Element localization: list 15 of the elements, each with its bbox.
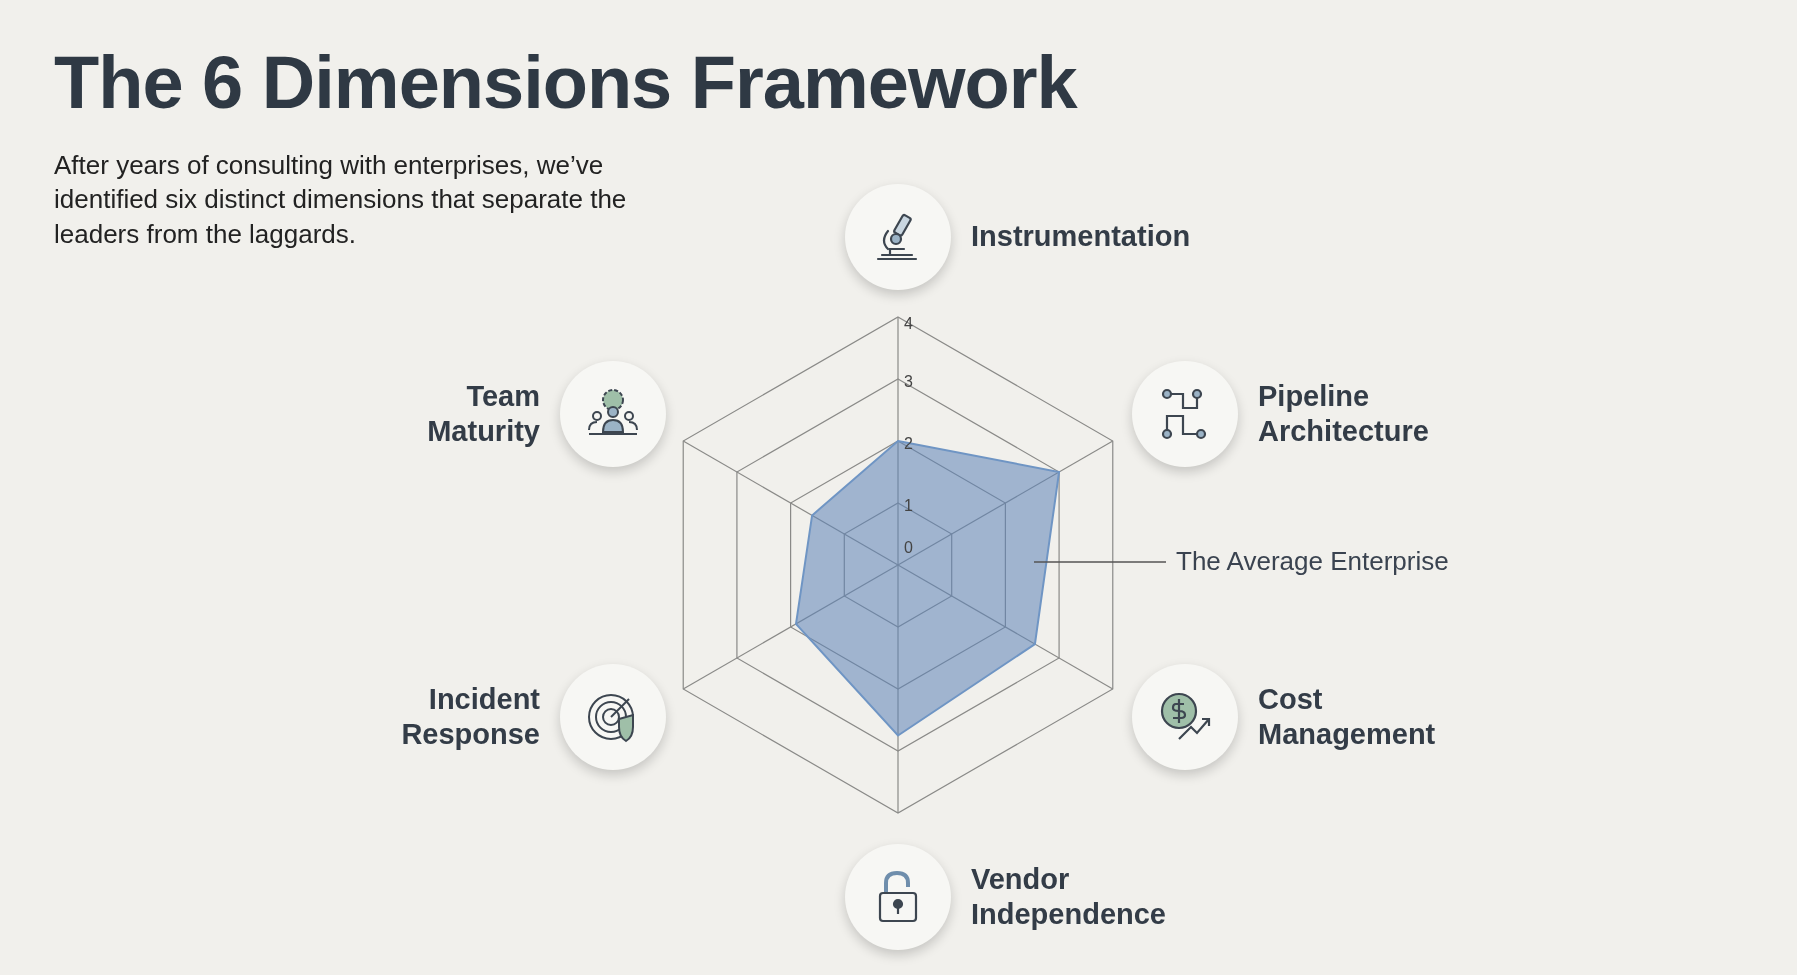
scale-number: 3: [904, 373, 913, 391]
dimension-label: Pipeline Architecture: [1258, 378, 1430, 449]
scale-number: 0: [904, 539, 913, 557]
scale-number: 1: [904, 497, 913, 515]
dimension-label: Incident Response: [400, 681, 540, 752]
dimension-label: Instrumentation: [971, 219, 1191, 255]
score-polygon: [794, 439, 1061, 737]
dimension-label: Team Maturity: [426, 378, 540, 449]
intro-paragraph: After years of consulting with enterprises, we’ve identified six distinct dimensions that separate the leaders from the laggards.: [54, 149, 628, 251]
dimension-label: Vendor Independence: [971, 861, 1167, 932]
scale-number: 4: [904, 315, 913, 333]
title: The 6 Dimensions Framework: [54, 40, 1077, 125]
dimension-label: Cost Management: [1258, 681, 1437, 752]
leader-line: [1033, 561, 1167, 563]
callout-text: The Average Enterprise: [1176, 546, 1449, 577]
